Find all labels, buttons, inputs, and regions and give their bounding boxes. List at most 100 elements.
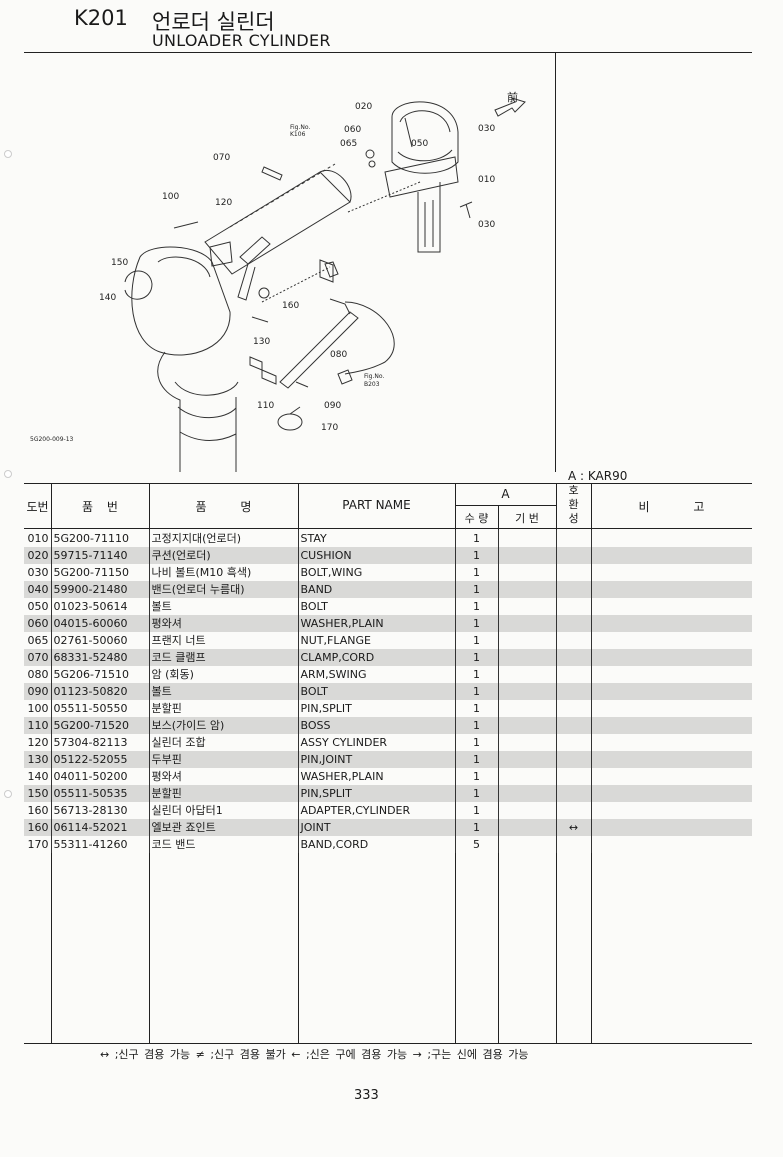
row-name-en: STAY (297, 530, 455, 547)
header-no: 도번 (26, 500, 49, 514)
page-number: 333 (354, 1088, 379, 1103)
row-name-en: ADAPTER,CYLINDER (297, 802, 455, 819)
row-remarks (590, 547, 752, 564)
row-remarks (590, 700, 752, 717)
row-part-number: 5G200-71520 (50, 717, 149, 734)
row-no: 040 (24, 581, 51, 598)
row-interchange (555, 581, 591, 598)
row-qty: 1 (454, 700, 498, 717)
variant-label: A : KAR90 (568, 469, 628, 483)
callout-080: 080 (330, 350, 347, 360)
callout-040: 030 (478, 124, 495, 134)
row-remarks (590, 581, 752, 598)
row-name-ko: 나비 볼트(M10 흑색) (148, 564, 298, 581)
row-name-ko: 실린더 조합 (148, 734, 298, 751)
header-rule (24, 52, 752, 53)
cylinder-body (204, 171, 351, 275)
callout-110: 110 (257, 401, 274, 411)
row-part-number: 68331-52480 (50, 649, 149, 666)
row-name-ko: 분할핀 (148, 785, 298, 802)
swing-arm (279, 311, 359, 389)
row-part-number: 02761-50060 (50, 632, 149, 649)
row-interchange (555, 802, 591, 819)
header-name-en: PART NAME (342, 498, 411, 512)
row-qty: 1 (454, 683, 498, 700)
row-qty: 1 (454, 785, 498, 802)
row-interchange (555, 530, 591, 547)
row-name-en: BOLT (297, 598, 455, 615)
callout-140: 140 (99, 293, 116, 303)
row-basic (497, 649, 556, 666)
row-qty: 1 (454, 598, 498, 615)
row-basic (497, 785, 556, 802)
row-qty: 1 (454, 802, 498, 819)
table-bottom-rule (24, 1043, 752, 1044)
drawing-divider (555, 52, 556, 472)
group-header-rule (455, 505, 556, 506)
row-no: 020 (24, 547, 51, 564)
row-interchange (555, 751, 591, 768)
row-basic (497, 819, 556, 836)
row-name-ko: 평와셔 (148, 768, 298, 785)
callout-060: 060 (344, 125, 361, 135)
row-part-number: 59900-21480 (50, 581, 149, 598)
row-basic (497, 768, 556, 785)
row-name-en: PIN,JOINT (297, 751, 455, 768)
row-basic (497, 547, 556, 564)
row-qty: 1 (454, 717, 498, 734)
row-interchange (555, 734, 591, 751)
row-remarks (590, 598, 752, 615)
row-name-ko: 고정지지대(언로더) (148, 530, 298, 547)
row-name-ko: 분할핀 (148, 700, 298, 717)
row-no: 060 (24, 615, 51, 632)
row-no: 030 (27, 566, 49, 579)
page-title-english: UNLOADER CYLINDER (152, 31, 331, 50)
row-part-number: 05511-50535 (50, 785, 149, 802)
row-remarks (590, 802, 752, 819)
row-name-en: PIN,SPLIT (297, 785, 455, 802)
row-remarks (590, 632, 752, 649)
row-part-number: 59715-71140 (50, 547, 149, 564)
row-basic (497, 717, 556, 734)
row-part-number: 55311-41260 (50, 836, 149, 853)
row-no: 050 (27, 600, 49, 613)
row-qty: 5 (454, 836, 498, 853)
row-remarks (590, 717, 752, 734)
fig-ref-b203: B203 (364, 381, 380, 388)
row-name-en: BOLT (297, 683, 455, 700)
header-basic: 기 번 (515, 512, 539, 525)
row-remarks (590, 683, 752, 700)
row-part-number: 5G200-71110 (50, 530, 149, 547)
row-interchange (555, 836, 591, 853)
row-name-ko: 두부핀 (148, 751, 298, 768)
callout-065: 065 (340, 139, 357, 149)
row-remarks (590, 751, 752, 768)
callout-130: 130 (253, 337, 270, 347)
row-basic (497, 564, 556, 581)
binder-hole (4, 150, 12, 158)
binder-hole (4, 790, 12, 798)
row-qty: 1 (454, 734, 498, 751)
row-name-en: WASHER,PLAIN (297, 768, 455, 785)
row-part-number: 04015-60060 (50, 615, 149, 632)
row-qty: 1 (454, 632, 498, 649)
row-interchange (555, 666, 591, 683)
row-remarks (590, 564, 752, 581)
callout-010: 010 (478, 175, 495, 185)
row-part-number: 01123-50820 (50, 683, 149, 700)
fig-label-b203: Fig.No. (364, 373, 384, 380)
row-qty: 1 (454, 768, 498, 785)
row-qty: 1 (454, 666, 498, 683)
row-name-ko: 보스(가이드 암) (148, 717, 298, 734)
row-qty: 1 (454, 615, 498, 632)
row-name-ko: 실린더 아답터1 (148, 802, 298, 819)
row-interchange (555, 683, 591, 700)
row-basic (497, 802, 556, 819)
